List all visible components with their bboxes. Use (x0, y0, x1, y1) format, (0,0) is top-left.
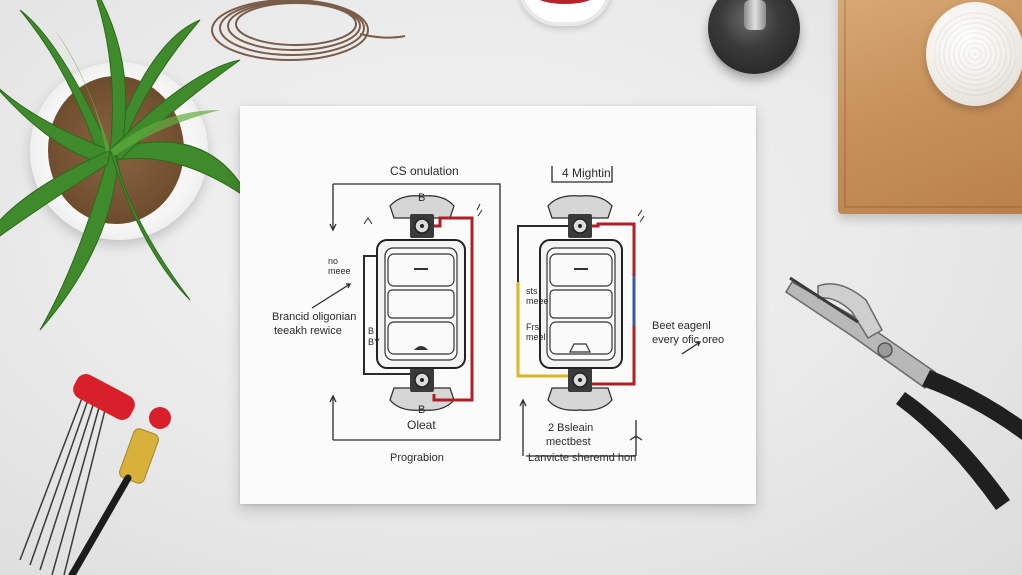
right-diagram-title: 4 Mightin (562, 166, 611, 180)
footer-left-label: Prograbion (390, 452, 444, 464)
footer-right-label: Lanvicte sheremd hon (528, 452, 637, 464)
plant-icon (0, 0, 251, 331)
right-bottom-label-line1: 2 Bsleain (548, 422, 594, 434)
right-note-mid: sts meee (526, 286, 549, 306)
left-red-wire (432, 216, 474, 402)
left-caption-line1: Brancid oligonian (272, 311, 357, 323)
right-note-lower: Frs meel (526, 322, 546, 342)
right-switch (517, 195, 623, 411)
left-side-label: B BY (368, 326, 381, 347)
left-terminal-top-label: B (418, 192, 426, 204)
wiring-diagram-sheet: CS onulation B no meee Brancid oligonian… (240, 106, 756, 504)
left-switch (363, 195, 466, 411)
right-yellow-wire (516, 282, 568, 378)
jar-lid (708, 0, 800, 74)
right-diagram-lines (519, 166, 702, 457)
left-note-upper: no meee (328, 256, 351, 276)
wiring-diagram (311, 166, 702, 457)
left-diagram-title: CS onulation (390, 164, 459, 178)
left-diagram-lines (311, 183, 501, 441)
sponge (926, 2, 1022, 106)
right-bottom-label-line2: mectbest (546, 436, 591, 448)
left-bottom-label: Oleat (407, 418, 436, 432)
right-red-wire (592, 222, 636, 386)
right-caption-line1: Beet eagenl (652, 320, 711, 332)
left-terminal-bottom-label: B (418, 404, 426, 416)
right-caption-line2: every ofic oreo (652, 334, 725, 346)
left-caption-line2: teeakh rewice (274, 325, 342, 337)
